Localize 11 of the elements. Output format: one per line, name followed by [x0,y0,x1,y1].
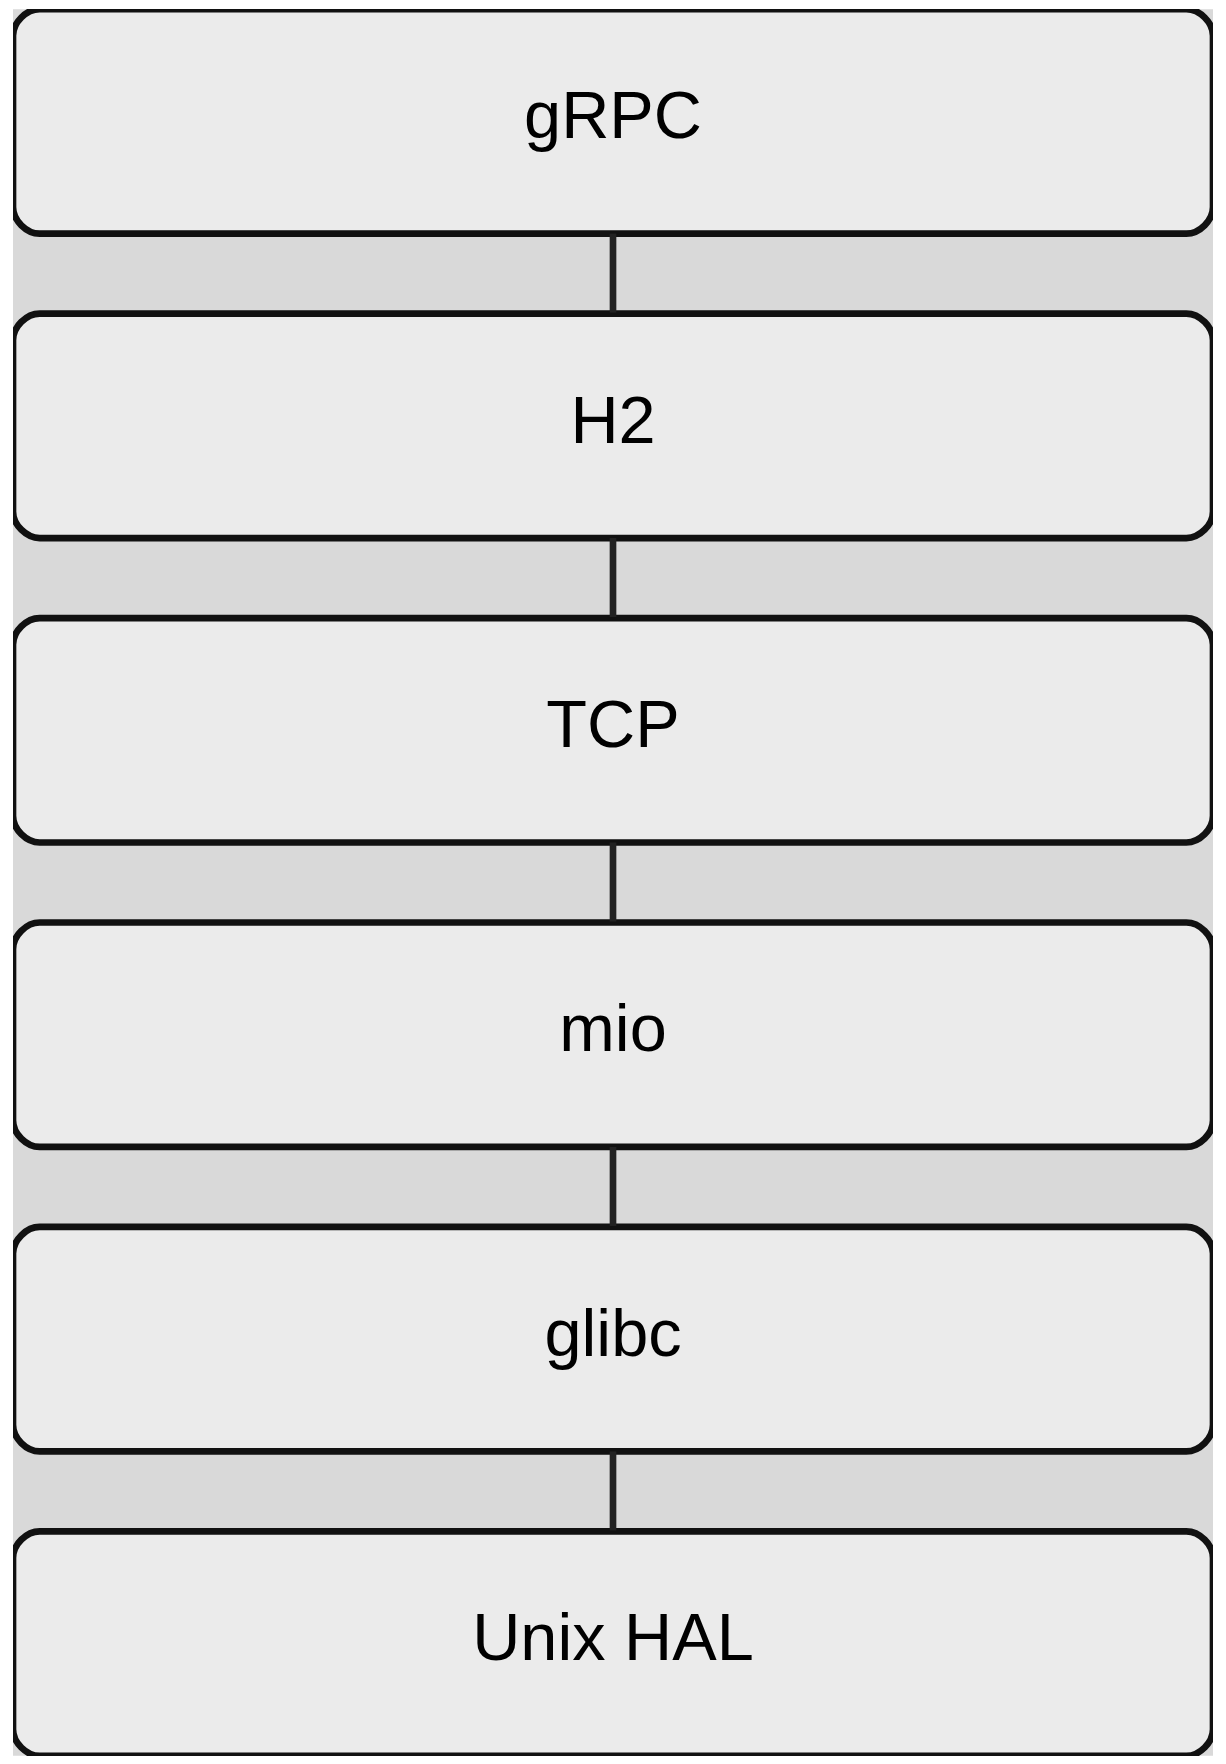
node-box: TCP [13,614,1213,846]
connector [609,1450,617,1530]
connector [609,1146,617,1226]
node-box: H2 [13,309,1213,541]
node-box: glibc [13,1223,1213,1455]
node-box: Unix HAL [13,1527,1213,1756]
connector [609,842,617,921]
connector [609,537,617,617]
node-box: gRPC [13,8,1213,237]
connector [609,233,617,313]
node-box: mio [13,918,1213,1150]
